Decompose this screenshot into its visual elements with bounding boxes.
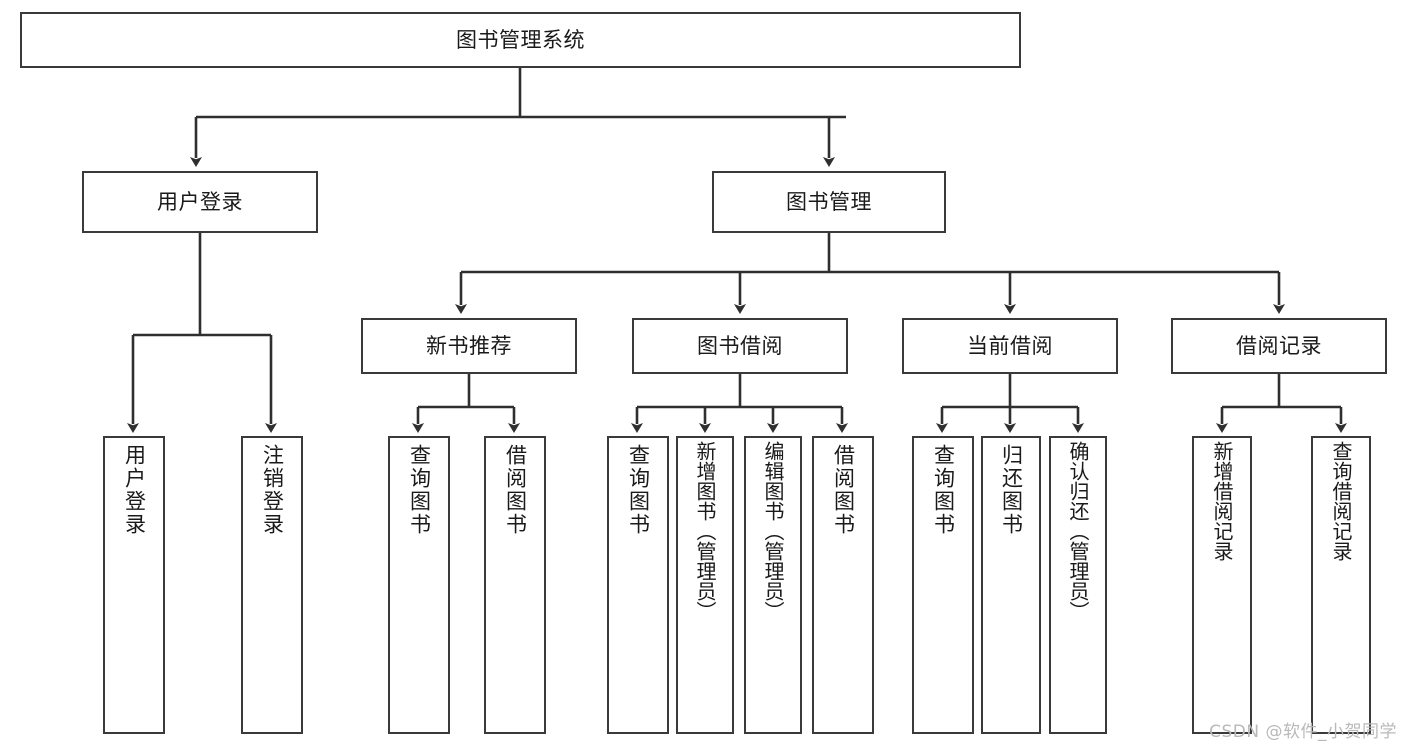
node-leaf-borrow-book-2-label: 借阅图书 (831, 444, 856, 536)
node-leaf-query-book-3-label: 查询图书 (931, 444, 956, 536)
node-user-login-label: 用户登录 (157, 189, 243, 214)
node-book-borrow-label: 图书借阅 (697, 333, 783, 358)
node-leaf-query-book-2-label: 查询图书 (626, 444, 651, 536)
node-leaf-add-record[interactable]: 新增借阅记录 (1192, 436, 1252, 734)
node-user-login[interactable]: 用户登录 (82, 171, 318, 233)
node-leaf-return-book-label: 归还图书 (999, 444, 1024, 536)
node-leaf-add-book-label: 新增图书（管理员） (693, 441, 717, 621)
node-leaf-borrow-book-2[interactable]: 借阅图书 (812, 436, 874, 734)
node-leaf-query-book-1-label: 查询图书 (407, 444, 432, 536)
node-current-borrow[interactable]: 当前借阅 (902, 318, 1118, 374)
node-leaf-query-book-2[interactable]: 查询图书 (607, 436, 669, 734)
node-leaf-user-login[interactable]: 用户登录 (103, 436, 165, 734)
node-leaf-add-book[interactable]: 新增图书（管理员） (676, 436, 734, 734)
node-book-manage-label: 图书管理 (786, 189, 872, 214)
node-leaf-user-login-label: 用户登录 (122, 444, 147, 536)
node-root-label: 图书管理系统 (456, 27, 585, 52)
node-new-book-recommend-label: 新书推荐 (426, 333, 512, 358)
node-leaf-borrow-book-1[interactable]: 借阅图书 (484, 436, 546, 734)
node-current-borrow-label: 当前借阅 (967, 333, 1053, 358)
node-leaf-query-record-label: 查询借阅记录 (1329, 441, 1353, 561)
node-leaf-query-book-3[interactable]: 查询图书 (912, 436, 974, 734)
node-leaf-add-record-label: 新增借阅记录 (1210, 441, 1234, 561)
node-leaf-query-record[interactable]: 查询借阅记录 (1311, 436, 1371, 734)
node-leaf-edit-book[interactable]: 编辑图书（管理员） (744, 436, 802, 734)
node-leaf-logout[interactable]: 注销登录 (241, 436, 303, 734)
node-leaf-borrow-book-1-label: 借阅图书 (503, 444, 528, 536)
node-leaf-query-book-1[interactable]: 查询图书 (388, 436, 450, 734)
node-leaf-return-book[interactable]: 归还图书 (981, 436, 1041, 734)
node-book-borrow[interactable]: 图书借阅 (632, 318, 848, 374)
node-leaf-confirm-return[interactable]: 确认归还（管理员） (1049, 436, 1107, 734)
node-borrow-record-label: 借阅记录 (1236, 333, 1322, 358)
node-borrow-record[interactable]: 借阅记录 (1171, 318, 1387, 374)
node-root[interactable]: 图书管理系统 (20, 12, 1021, 68)
node-leaf-edit-book-label: 编辑图书（管理员） (761, 441, 785, 621)
watermark-text: CSDN @软件_小贺同学 (1209, 722, 1397, 742)
node-new-book-recommend[interactable]: 新书推荐 (361, 318, 577, 374)
node-book-manage[interactable]: 图书管理 (712, 171, 946, 233)
node-leaf-logout-label: 注销登录 (260, 444, 285, 536)
node-leaf-confirm-return-label: 确认归还（管理员） (1066, 441, 1090, 621)
